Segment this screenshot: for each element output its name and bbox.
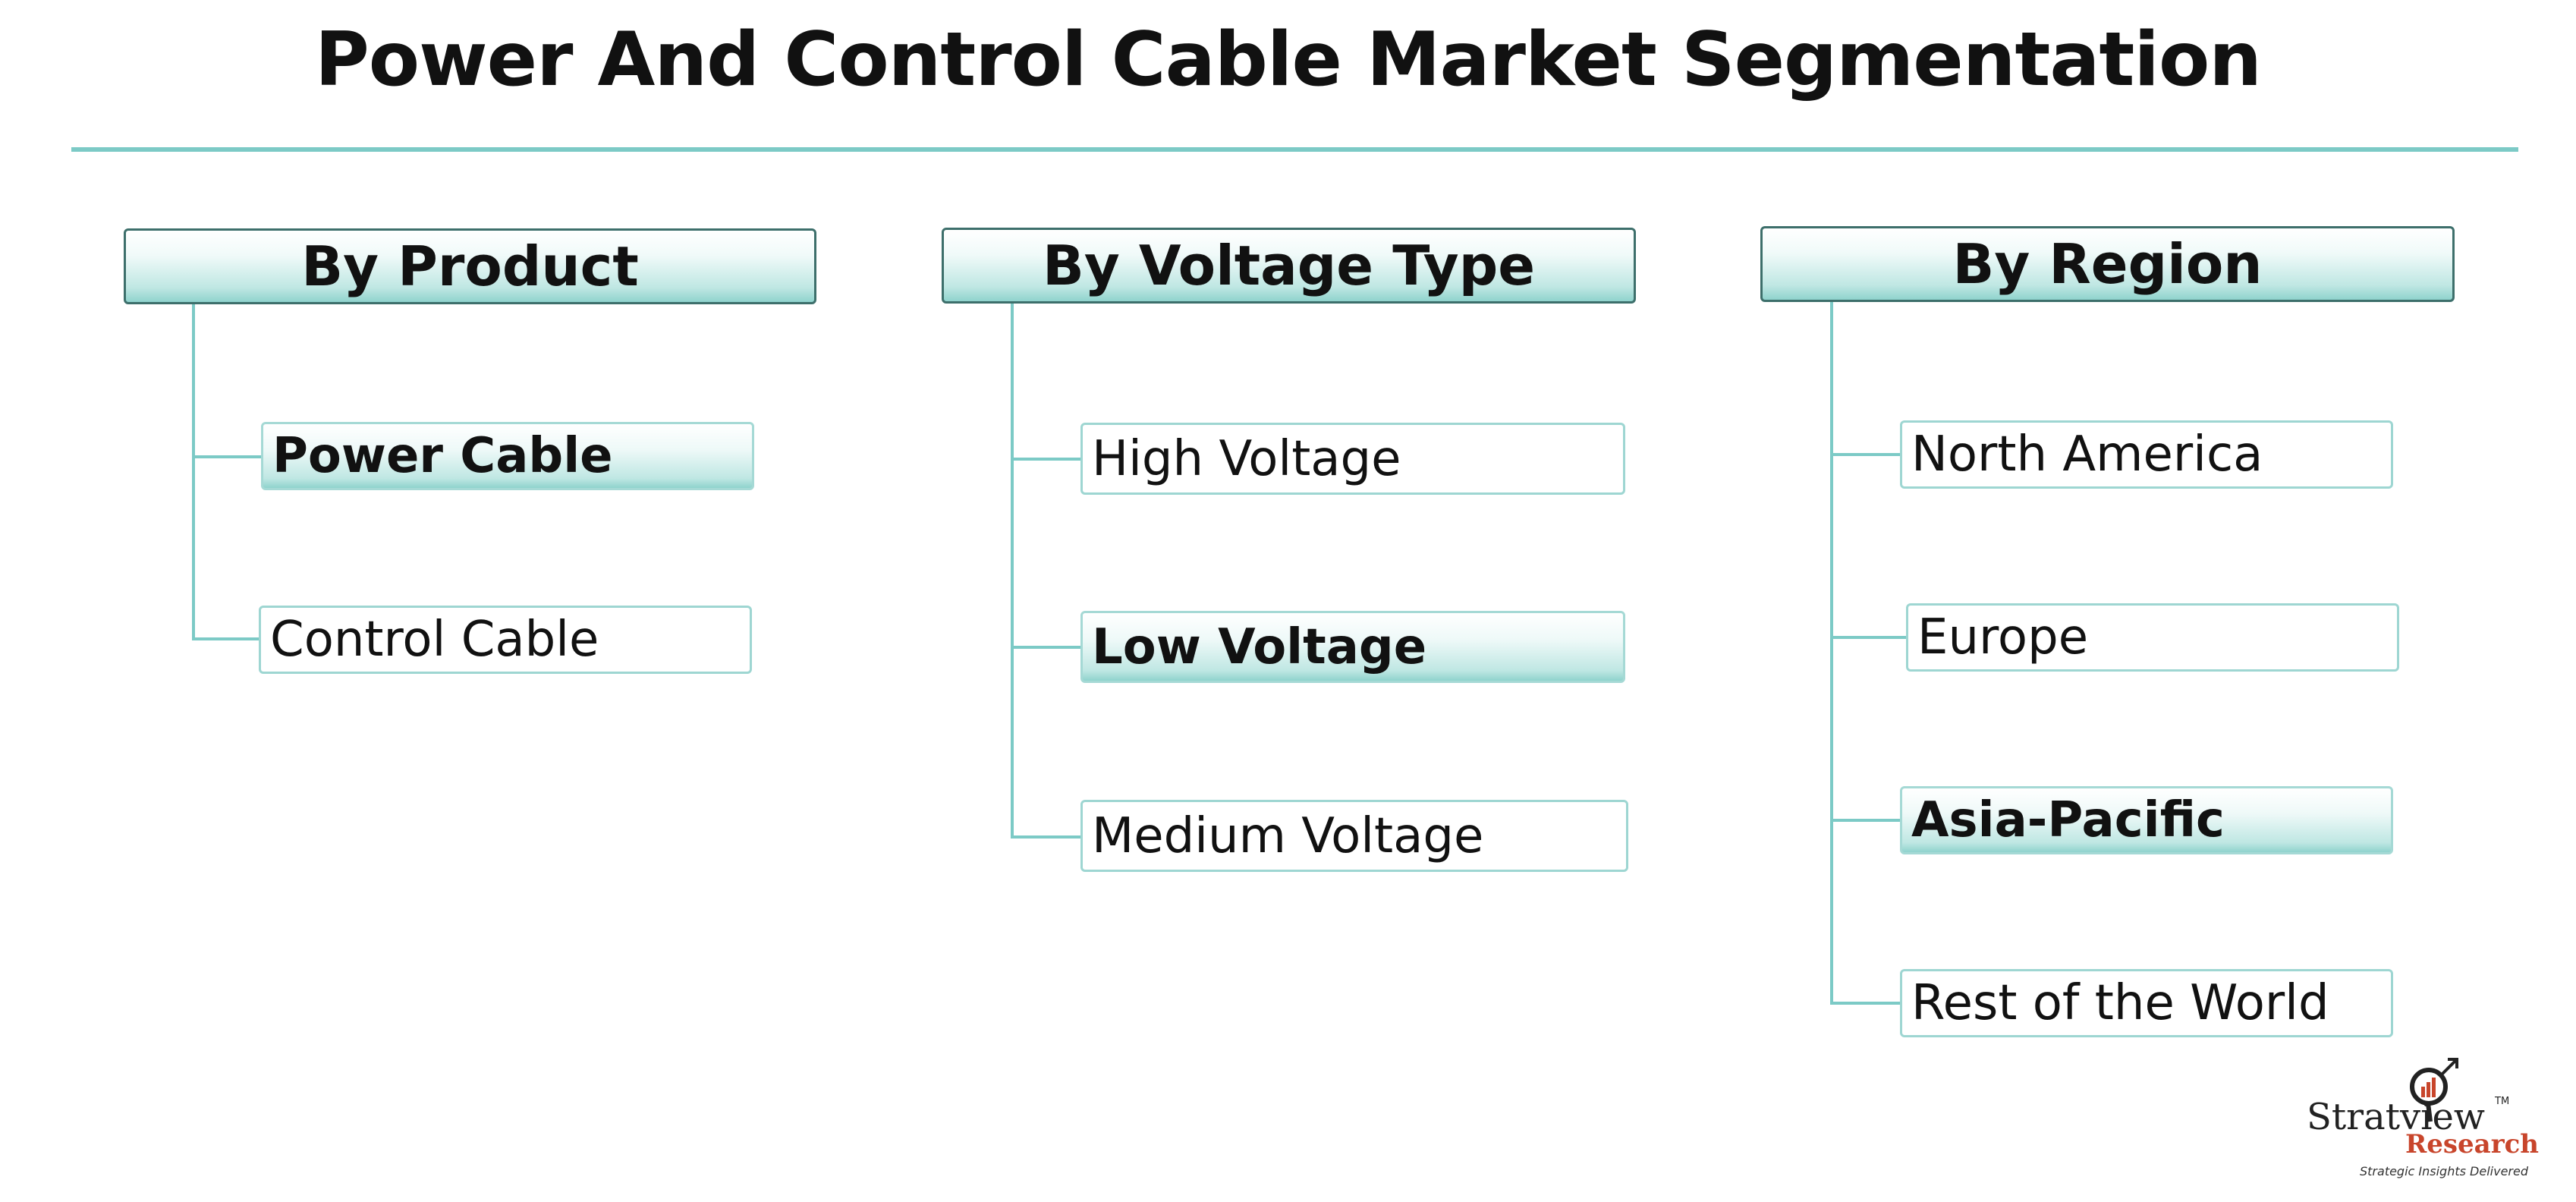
header-by-region: By Region (1760, 226, 2455, 302)
logo-sub: Research (2405, 1129, 2540, 1160)
title-divider (71, 147, 2518, 152)
connector-vertical-voltage (1011, 304, 1014, 839)
connector-branch (1830, 819, 1900, 822)
connector-branch (192, 455, 263, 458)
connector-vertical-product (192, 304, 195, 640)
connector-branch (1830, 453, 1900, 456)
header-by-product: By Product (124, 228, 816, 304)
connector-vertical-region (1830, 302, 1833, 1005)
connector-branch (192, 637, 261, 640)
segment-item-north-america: North America (1900, 420, 2393, 489)
segment-item-europe: Europe (1906, 603, 2399, 672)
logo-tm: TM (2495, 1096, 2510, 1107)
page-title: Power And Control Cable Market Segmentat… (314, 17, 2262, 103)
logo-name: Stratview (2307, 1096, 2485, 1138)
logo-tagline: Strategic Insights Delivered (2360, 1164, 2528, 1178)
magnifier-chart-icon (2410, 1058, 2458, 1122)
header-by-voltage-type: By Voltage Type (942, 228, 1636, 304)
segment-item-power-cable: Power Cable (261, 422, 754, 490)
segment-item-rest-of-the-world: Rest of the World (1900, 969, 2393, 1037)
connector-branch (1830, 636, 1906, 639)
stratview-logo: Stratview TM Research Strategic Insights… (2307, 1053, 2539, 1182)
segment-item-high-voltage: High Voltage (1080, 423, 1625, 495)
connector-branch (1830, 1002, 1900, 1005)
connector-branch (1011, 646, 1081, 649)
connector-branch (1011, 835, 1081, 839)
segment-item-low-voltage: Low Voltage (1080, 611, 1625, 683)
segment-item-control-cable: Control Cable (259, 606, 752, 674)
connector-branch (1011, 458, 1081, 461)
segment-item-asia-pacific: Asia-Pacific (1900, 786, 2393, 854)
segment-item-medium-voltage: Medium Voltage (1080, 800, 1628, 872)
